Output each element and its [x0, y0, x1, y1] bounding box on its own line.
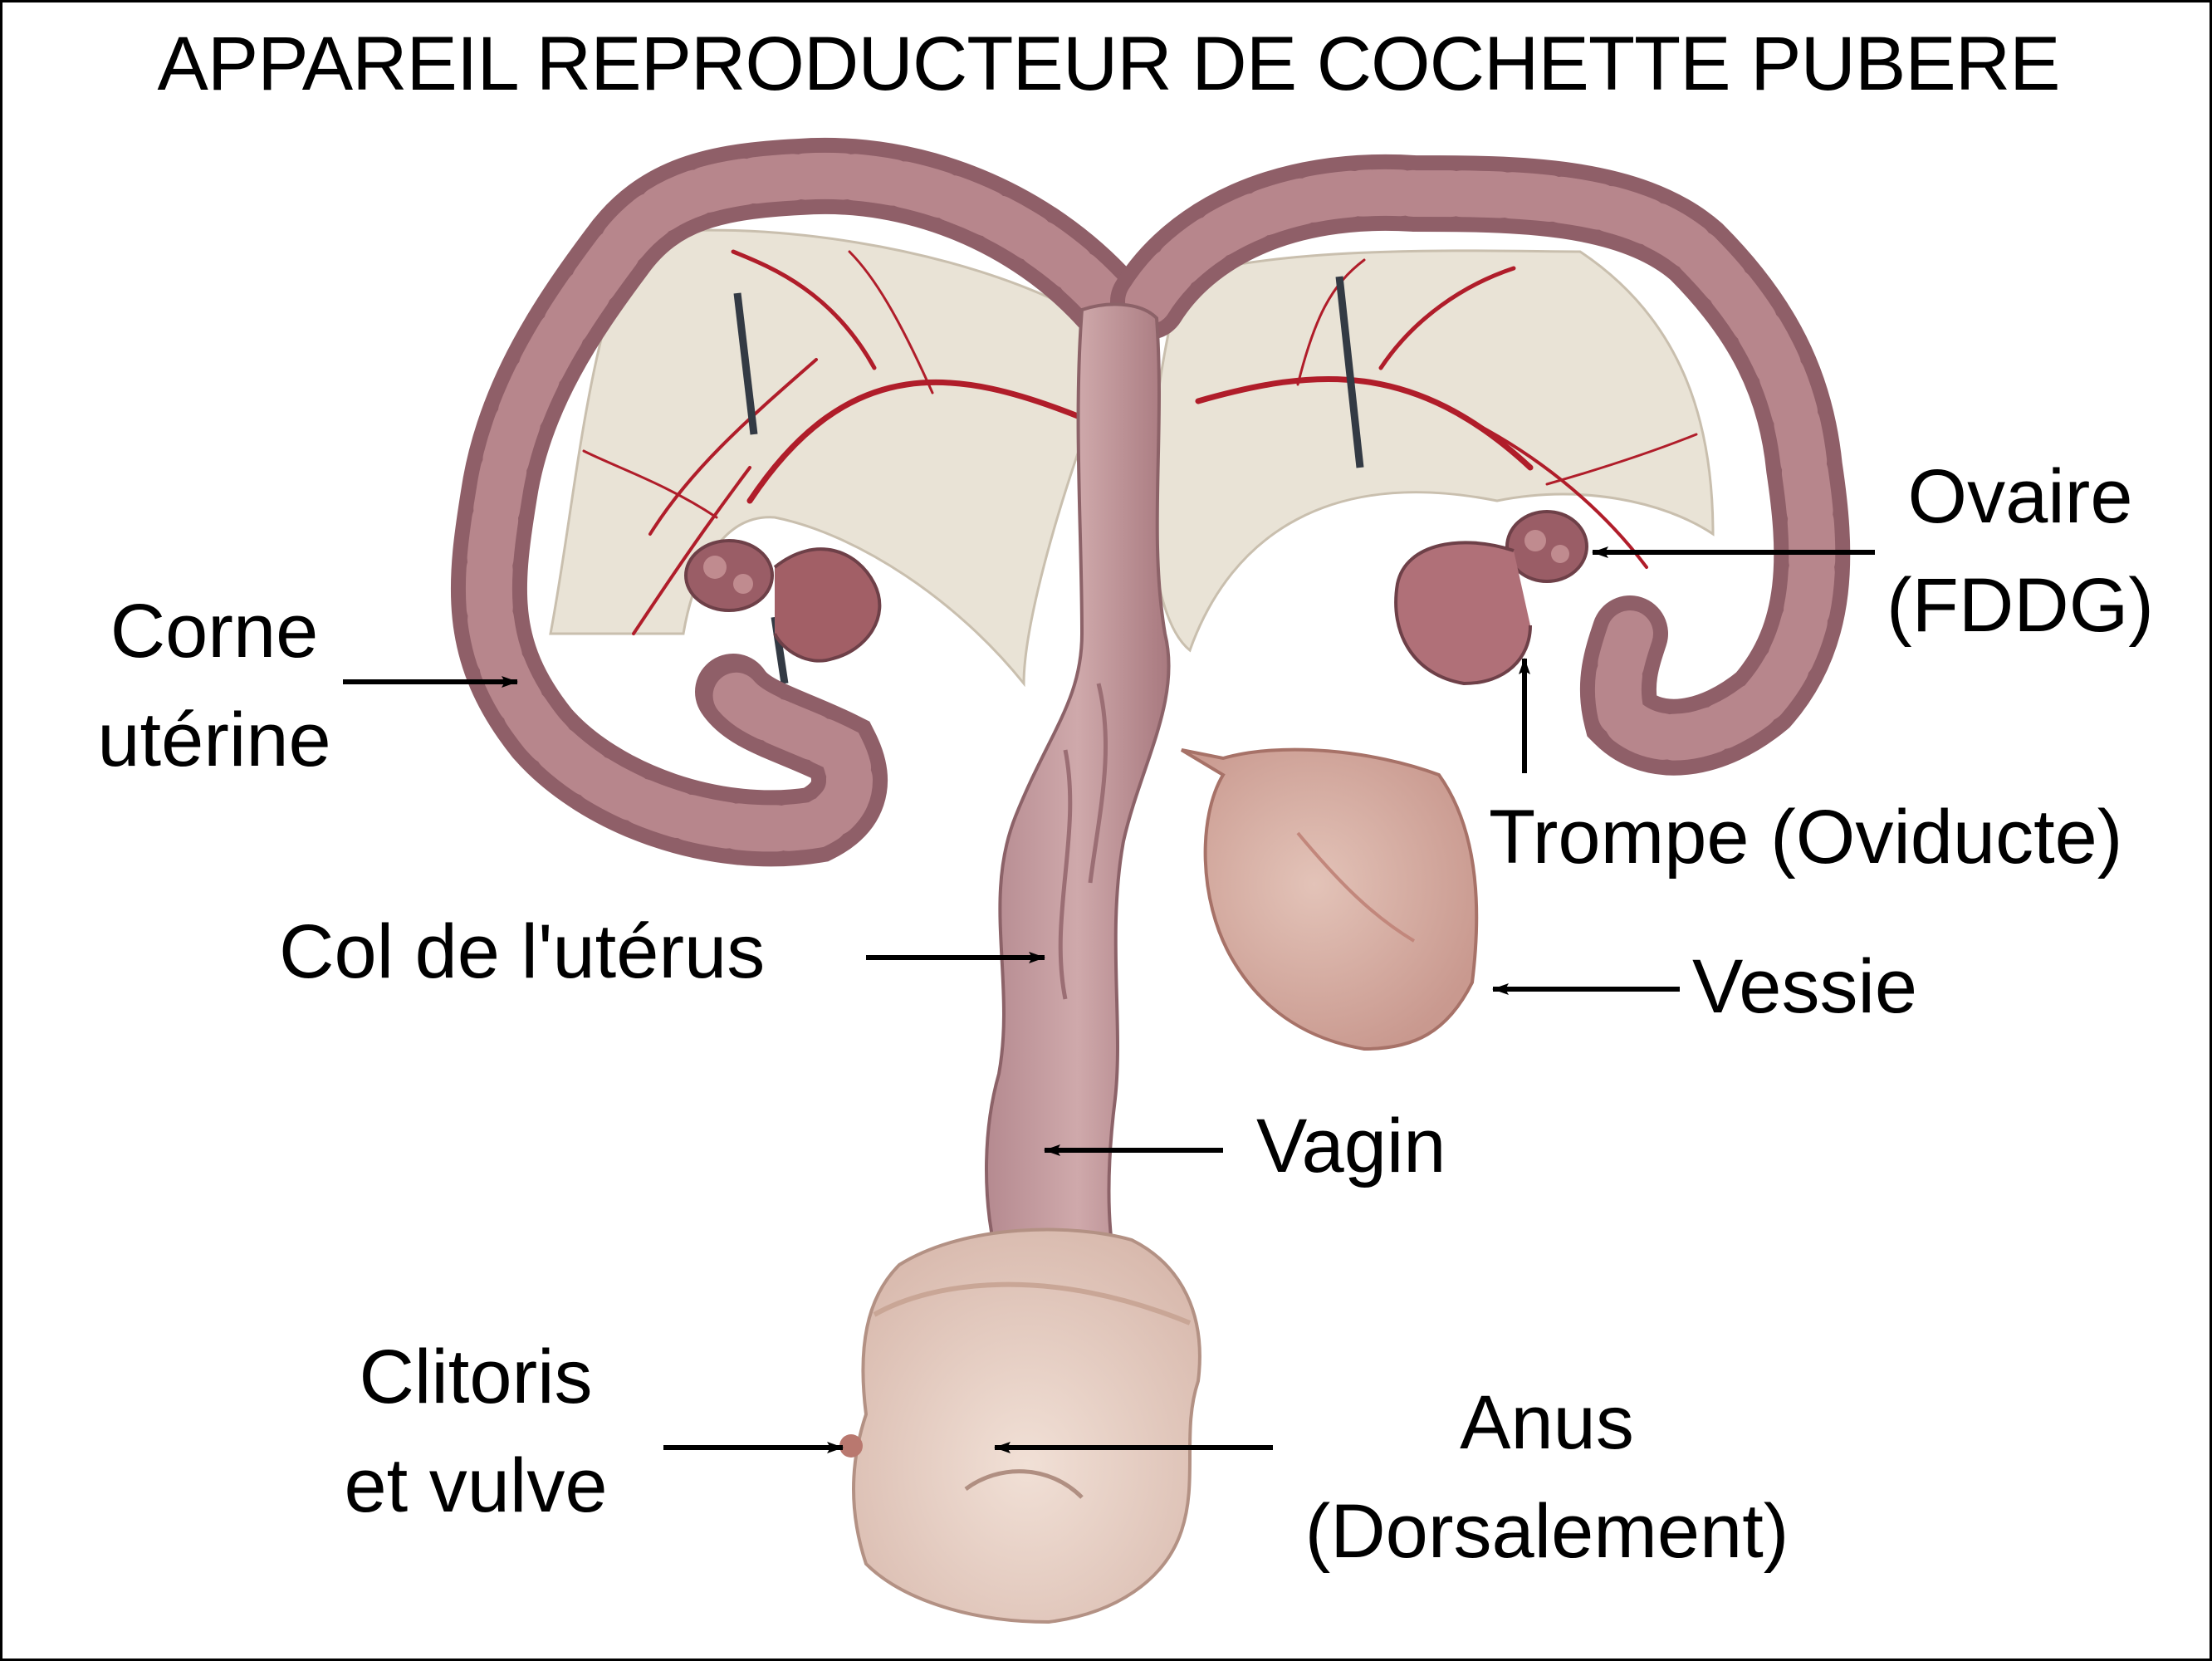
label-clitoris-vulve: Clitoris et vulve: [344, 1335, 608, 1528]
figure-title: APPAREIL REPRODUCTEUR DE COCHETTE PUBERE: [157, 22, 2060, 106]
label-trompe: Trompe (Oviducte): [1489, 795, 2123, 879]
uterine-horn-left: [450, 138, 1145, 867]
label-anus: Anus (Dorsalement): [1304, 1380, 1789, 1574]
uterine-horn-right: [1110, 154, 1851, 776]
cervix-vagina-tract: [985, 302, 1171, 1267]
mesentery-right: [1149, 249, 1715, 653]
vulva-region: [839, 1227, 1201, 1624]
ovary-right: [1394, 510, 1588, 686]
label-ovaire: Ovaire (FDDG): [1887, 454, 2154, 648]
ovary-left: [684, 539, 882, 663]
bladder: [1180, 747, 1479, 1051]
label-corne-uterine: Corne utérine: [97, 589, 331, 782]
label-vagin: Vagin: [1256, 1104, 1446, 1188]
blood-vessels: [582, 249, 1698, 635]
label-col-uterus: Col de l'utérus: [279, 909, 766, 994]
label-vessie: Vessie: [1692, 944, 1918, 1029]
